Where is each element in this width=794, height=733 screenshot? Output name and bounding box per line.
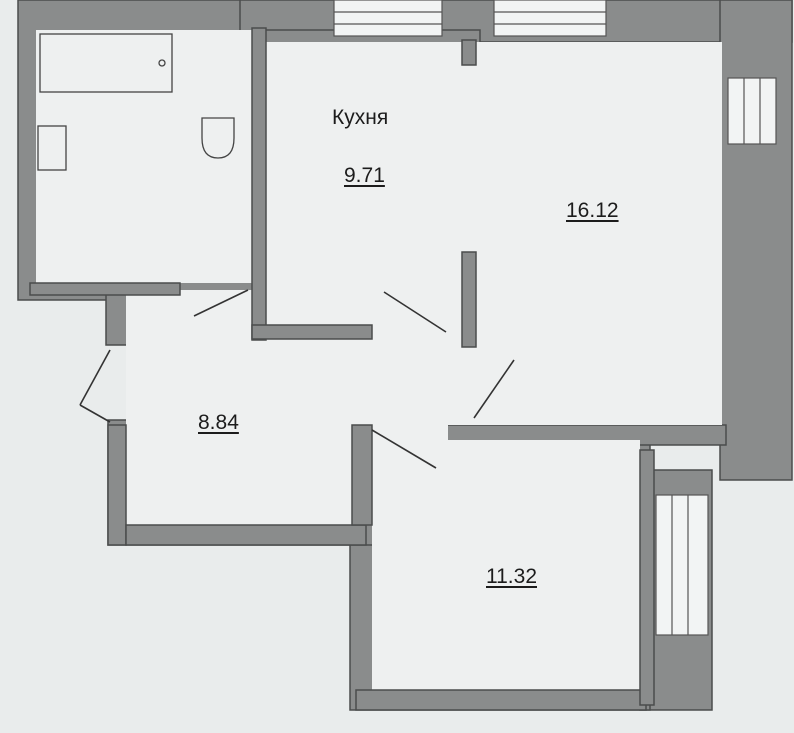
window-top-right (493, 0, 607, 37)
kitchen-area-label: 9.71 (344, 164, 385, 187)
kitchen-floor (265, 42, 480, 330)
toilet-icon (201, 117, 235, 159)
partitions (29, 27, 655, 711)
drain-icon (158, 59, 166, 67)
hall-floor (126, 290, 476, 425)
kitchen-name-label: Кухня (332, 106, 389, 129)
living-room-floor (476, 42, 722, 425)
hall-floor-lower (126, 425, 356, 525)
sink-icon (37, 125, 67, 171)
entrance-door-icon (79, 349, 111, 406)
kitchen-door-icon (383, 291, 447, 333)
window-right (727, 77, 777, 145)
window-top-left (333, 0, 443, 37)
hall-area-label: 8.84 (198, 411, 239, 434)
door-swings (79, 289, 515, 469)
bathroom-fixtures (37, 33, 235, 171)
hall-corridor-floor (372, 425, 448, 445)
bathtub-icon (39, 33, 173, 93)
bathroom-door-icon (193, 289, 249, 317)
window-bedroom (655, 494, 709, 636)
bedroom-door-icon (371, 429, 437, 469)
bedroom-floor (372, 440, 640, 695)
entrance-door-jamb-icon (79, 404, 111, 423)
living-room-area-label: 16.12 (566, 199, 619, 222)
windows (333, 0, 777, 636)
living-door-icon (473, 359, 515, 419)
bedroom-area-label: 11.32 (486, 565, 537, 588)
